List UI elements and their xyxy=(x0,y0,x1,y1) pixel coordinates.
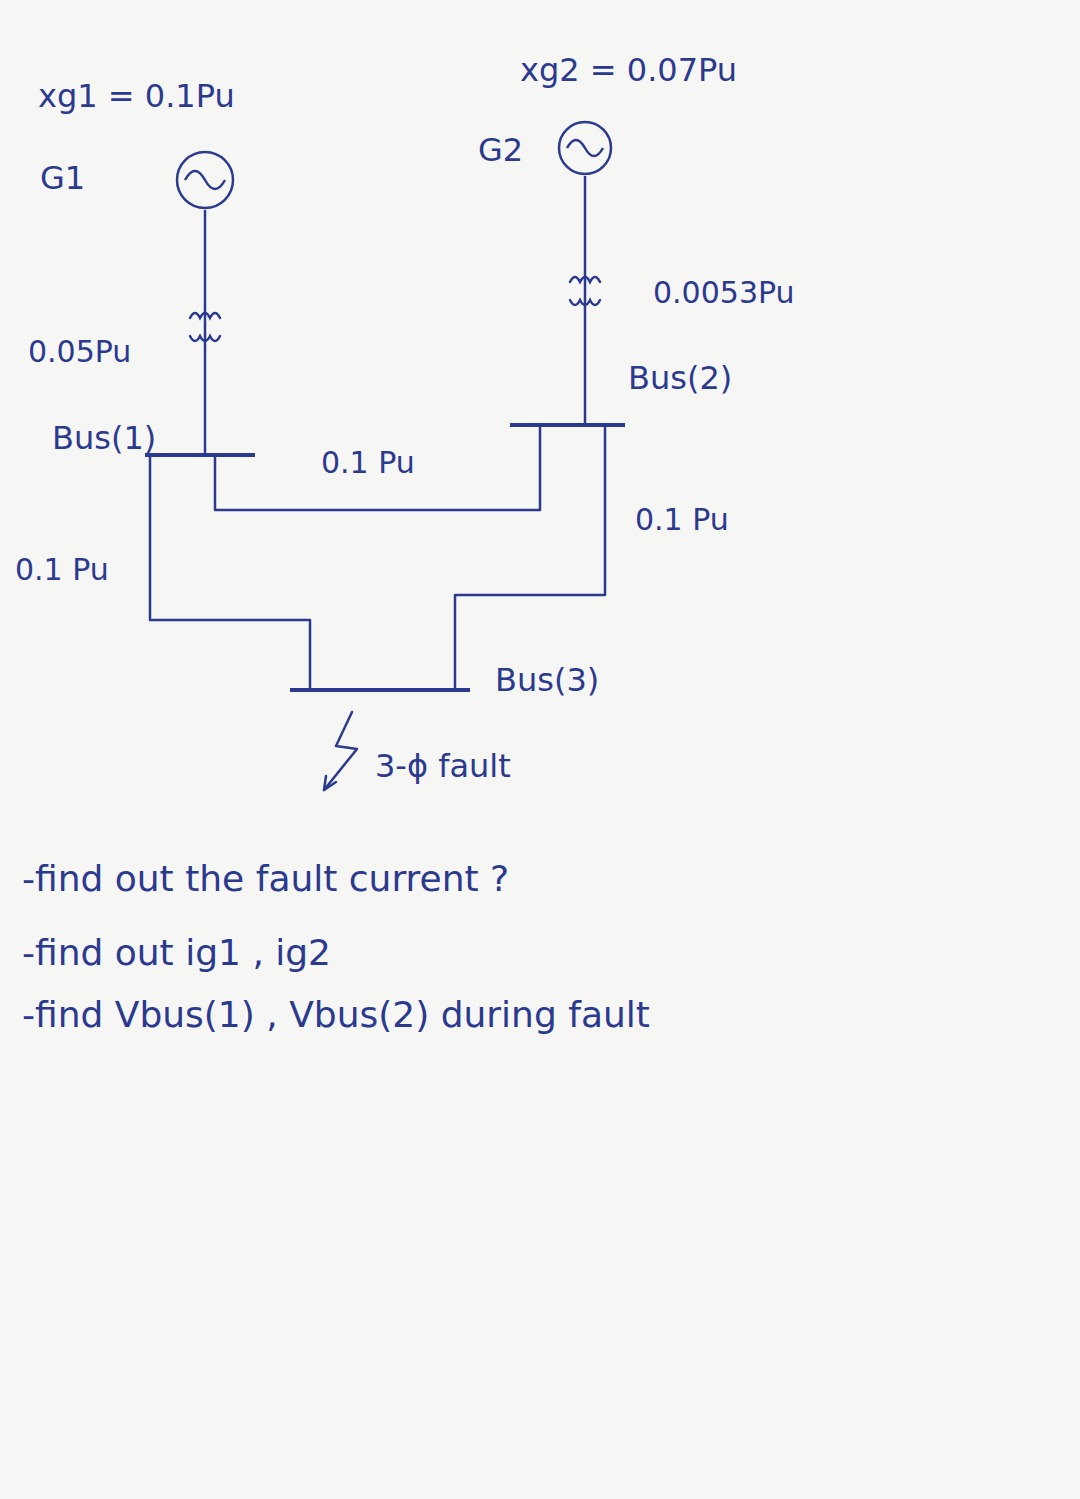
line-connector xyxy=(215,427,540,510)
reactance-label: xg1 = 0.1Pu xyxy=(38,78,235,115)
generator-circle xyxy=(557,120,613,176)
reactance-label: xg2 = 0.07Pu xyxy=(520,52,737,89)
bus-bar: Bus(1) xyxy=(145,453,255,457)
question-text: -find Vbus(1) , Vbus(2) during fault xyxy=(22,994,650,1035)
bus-label: Bus(1) xyxy=(52,420,156,457)
bus-bar: Bus(3) xyxy=(290,688,470,692)
generator-name: G2 xyxy=(478,132,523,169)
generator-symbol: xg1 = 0.1PuG1 xyxy=(175,150,235,210)
line-connector xyxy=(455,427,605,688)
bus-bar: Bus(2) xyxy=(510,423,625,427)
line-connector xyxy=(204,210,207,453)
generator-circle xyxy=(175,150,235,210)
line-connector xyxy=(584,176,587,423)
impedance-label: 0.0053Pu xyxy=(650,276,798,311)
impedance-label: 0.1 Pu xyxy=(632,503,732,538)
bus-label: Bus(3) xyxy=(495,662,599,699)
impedance-label: 0.1 Pu xyxy=(318,446,418,481)
fault-label: 3-ϕ fault xyxy=(375,748,511,785)
line-connector xyxy=(150,457,310,688)
generator-symbol: xg2 = 0.07PuG2 xyxy=(557,120,613,176)
transformer-symbol xyxy=(570,277,600,305)
generator-name: G1 xyxy=(40,160,85,197)
impedance-label: 0.05Pu xyxy=(25,335,134,370)
bus-label: Bus(2) xyxy=(628,360,732,397)
question-text: -find out the fault current ? xyxy=(22,858,509,899)
transformer-symbol xyxy=(190,313,220,341)
question-text: -find out ig1 , ig2 xyxy=(22,932,331,973)
impedance-label: 0.1 Pu xyxy=(12,553,112,588)
fault-symbol xyxy=(324,712,357,790)
